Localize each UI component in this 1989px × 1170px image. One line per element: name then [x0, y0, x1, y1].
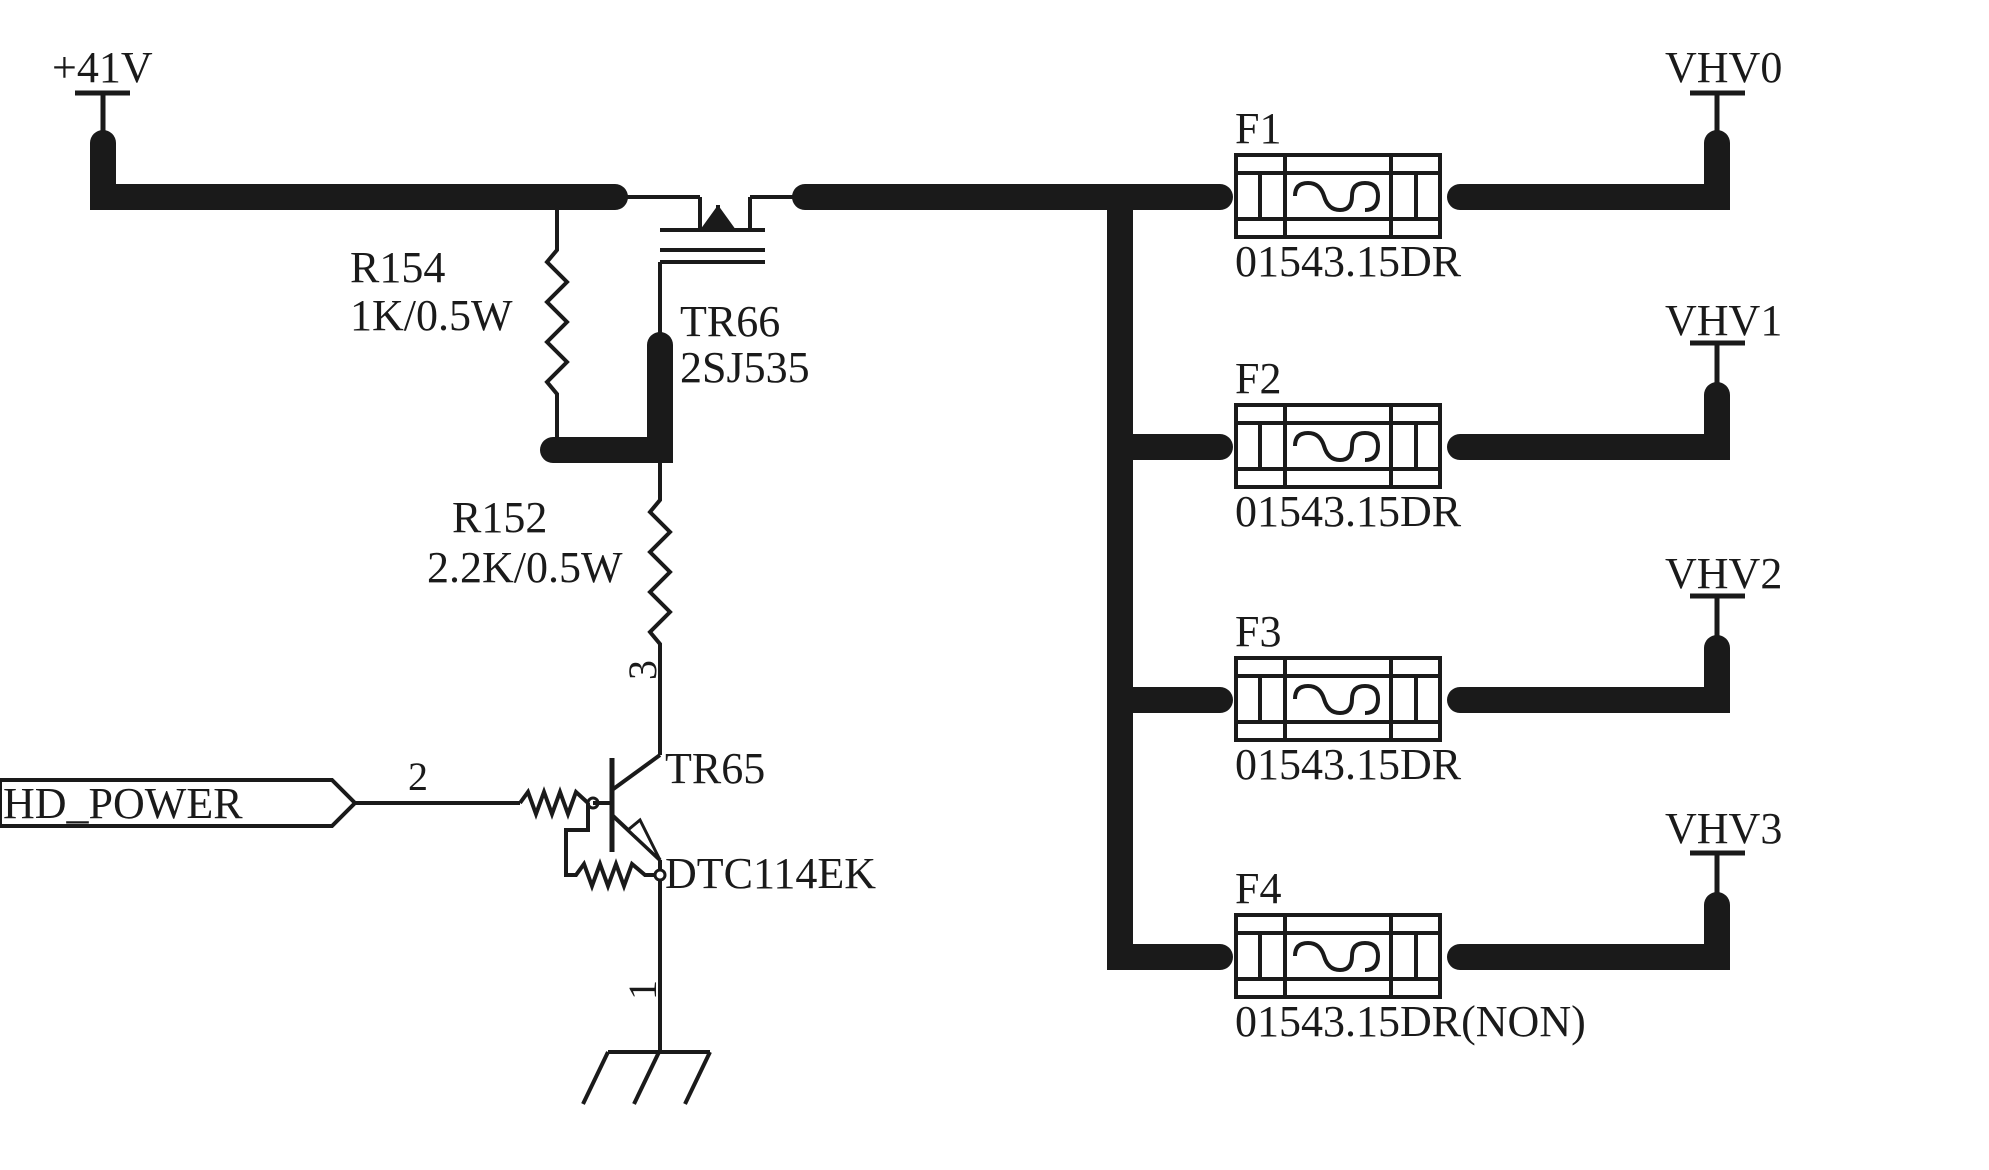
- f2-part: 01543.15DR: [1235, 487, 1462, 536]
- fuse-f2: F2 01543.15DR: [1234, 354, 1462, 536]
- vhv2-label: VHV2: [1665, 549, 1782, 598]
- f1-part: 01543.15DR: [1235, 237, 1462, 286]
- hd-power-input-flag[interactable]: HD_POWER: [0, 778, 358, 828]
- tr66-ref: TR66: [680, 297, 780, 346]
- r154-ref: R154: [350, 243, 445, 292]
- resistor-r152: R152 2.2K/0.5W 3: [427, 450, 673, 755]
- vhv1-label: VHV1: [1665, 296, 1782, 345]
- output-vhv3: VHV3: [1447, 804, 1782, 970]
- r152-value: 2.2K/0.5W: [427, 543, 623, 592]
- f4-part: 01543.15DR(NON): [1235, 997, 1586, 1046]
- f1-ref: F1: [1235, 104, 1281, 153]
- output-vhv2: VHV2: [1447, 549, 1782, 713]
- pin-2-label: 2: [408, 754, 428, 799]
- f4-ref: F4: [1235, 864, 1281, 913]
- f2-ref: F2: [1235, 354, 1281, 403]
- vhv0-label: VHV0: [1665, 43, 1782, 92]
- hd-power-label: HD_POWER: [3, 779, 243, 828]
- output-vhv1: VHV1: [1447, 296, 1782, 460]
- f3-part: 01543.15DR: [1235, 740, 1462, 789]
- tr65-ref: TR65: [665, 744, 765, 793]
- power-symbol-41v: +41V: [52, 43, 153, 150]
- tr65-part: DTC114EK: [665, 849, 876, 898]
- tr66-part: 2SJ535: [680, 343, 810, 392]
- fuse-f1: F1 01543.15DR: [1234, 104, 1462, 286]
- pin-3-label: 3: [620, 660, 665, 680]
- f3-ref: F3: [1235, 607, 1281, 656]
- fuse-f3: F3 01543.15DR: [1234, 607, 1462, 789]
- power-label-41v: +41V: [52, 43, 153, 92]
- pin-1-label: 1: [620, 980, 665, 1000]
- r154-value: 1K/0.5W: [350, 291, 513, 340]
- mosfet-tr66: TR66 2SJ535: [615, 195, 810, 392]
- resistor-r154: R154 1K/0.5W: [350, 197, 570, 450]
- r152-ref: R152: [452, 493, 547, 542]
- output-vhv0: VHV0: [1447, 43, 1782, 210]
- ground-symbol: 1: [581, 880, 712, 1105]
- distribution-bus: [792, 184, 1233, 970]
- transistor-tr65: 2 TR65 DTC114EK: [355, 744, 876, 898]
- vhv3-label: VHV3: [1665, 804, 1782, 853]
- gate-net: [540, 332, 673, 463]
- fuse-f4: F4 01543.15DR(NON): [1234, 864, 1586, 1046]
- main-rail-input: [90, 130, 628, 210]
